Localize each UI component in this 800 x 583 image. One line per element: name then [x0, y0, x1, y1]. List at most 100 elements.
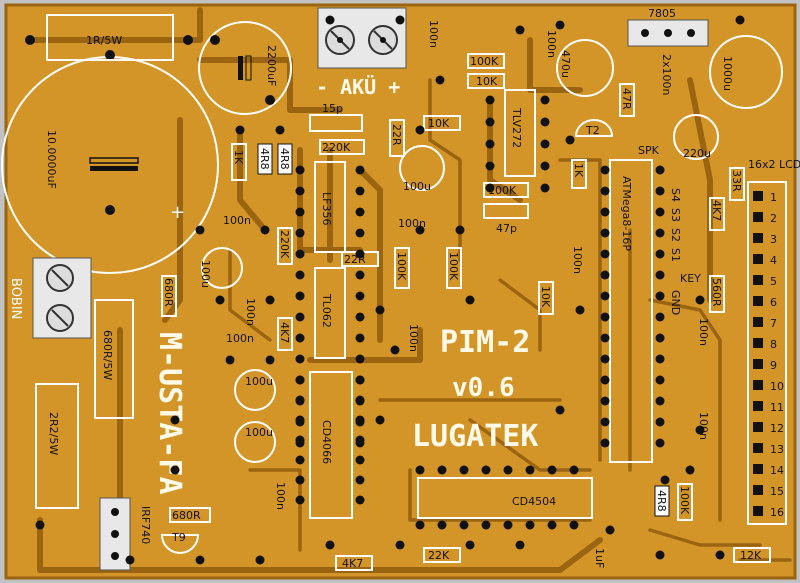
solder-pad: [600, 354, 610, 364]
solder-pad: [295, 228, 305, 238]
mosfet-irf740: IRF740: [99, 497, 152, 571]
solder-pad: [485, 95, 495, 105]
solder-pad: [655, 417, 665, 427]
solder-pad: [355, 375, 365, 385]
solder-pad: [355, 333, 365, 343]
svg-text:2R2/5W: 2R2/5W: [47, 412, 60, 455]
coil-terminal[interactable]: [32, 257, 92, 339]
capacitor-100u-a: 100u: [234, 369, 276, 411]
copper-traces: [27, 7, 792, 573]
svg-text:100n: 100n: [223, 214, 251, 227]
solder-pad: [355, 291, 365, 301]
solder-pad: [415, 225, 425, 235]
solder-pad: [355, 165, 365, 175]
solder-pad: [355, 495, 365, 505]
key-label: KEY: [680, 272, 701, 285]
lcd-pin-pad: [753, 296, 763, 306]
svg-text:10K: 10K: [539, 286, 552, 308]
solder-pad: [255, 555, 265, 565]
svg-text:T9: T9: [171, 531, 186, 544]
svg-text:1uF: 1uF: [593, 548, 606, 568]
solder-pad: [295, 395, 305, 405]
solder-pad: [515, 25, 525, 35]
solder-pad: [355, 312, 365, 322]
svg-text:100n: 100n: [274, 482, 287, 510]
svg-text:22K: 22K: [428, 549, 450, 562]
svg-text:2x100n: 2x100n: [660, 54, 673, 96]
solder-pad: [355, 475, 365, 485]
solder-pad: [295, 207, 305, 217]
lcd-pin-pad: [753, 506, 763, 516]
solder-pad: [435, 75, 445, 85]
capacitor-100u-left: 100u: [199, 247, 243, 289]
svg-text:4K7: 4K7: [278, 322, 291, 343]
solder-pads: [35, 15, 745, 565]
lcd-pin-number: 15: [770, 485, 784, 498]
side-label: M-USTA-FA: [152, 332, 187, 495]
resistor-1r-5w: 1R/5W: [25, 14, 193, 61]
lcd-pin-number: 2: [770, 212, 777, 225]
solder-pad: [715, 550, 725, 560]
solder-pad: [170, 415, 180, 425]
solder-pad: [600, 333, 610, 343]
solder-pad: [465, 540, 475, 550]
lcd-pin-number: 5: [770, 275, 777, 288]
solder-pad: [195, 225, 205, 235]
svg-text:LF356: LF356: [320, 192, 333, 225]
solder-pad: [655, 186, 665, 196]
board-version: v0.6: [452, 373, 515, 403]
capacitor-100u-center: 100u: [399, 145, 445, 193]
svg-text:100u: 100u: [403, 180, 431, 193]
speaker-label: SPK: [638, 144, 660, 157]
solder-pad: [540, 139, 550, 149]
lcd-pin-number: 10: [770, 380, 784, 393]
svg-text:10K: 10K: [428, 117, 450, 130]
solder-pad: [355, 415, 365, 425]
solder-pad: [600, 165, 610, 175]
solder-pad: [295, 249, 305, 259]
res-1r-label: 1R/5W: [86, 34, 122, 47]
solder-pad: [565, 135, 575, 145]
solder-pad: [215, 295, 225, 305]
lcd-pin-pad: [753, 191, 763, 201]
solder-pad: [600, 438, 610, 448]
ic-atmega8: ATMega8-16P: [609, 159, 653, 463]
coil-label: BOBIN: [8, 278, 23, 319]
solder-pad: [655, 550, 665, 560]
key-header[interactable]: KEY S4 S3 S2 S1 GND: [669, 188, 701, 315]
solder-pad: [265, 355, 275, 365]
solder-pad: [600, 291, 610, 301]
svg-text:CD4066: CD4066: [320, 420, 333, 464]
solder-pad: [355, 207, 365, 217]
svg-text:100K: 100K: [488, 184, 517, 197]
solder-pad: [547, 465, 557, 475]
solder-pad: [295, 354, 305, 364]
solder-pad: [375, 415, 385, 425]
solder-pad: [485, 161, 495, 171]
svg-text:100K: 100K: [470, 55, 499, 68]
lcd-pin-pad: [753, 464, 763, 474]
ic-cd4066: CD4066: [309, 371, 353, 519]
regulator-7805: 7805: [627, 7, 709, 47]
svg-text:4K7: 4K7: [710, 200, 723, 221]
lcd-pin-number: 7: [770, 317, 777, 330]
solder-pad: [295, 475, 305, 485]
resistor-2r2-5w: 2R2/5W: [35, 383, 79, 509]
solder-pad: [455, 225, 465, 235]
lcd-pin-pad: [753, 233, 763, 243]
lcd-pin-pad: [753, 212, 763, 222]
svg-text:100n: 100n: [697, 318, 710, 346]
solder-pad: [355, 435, 365, 445]
svg-text:100K: 100K: [395, 252, 408, 281]
solder-pad: [655, 249, 665, 259]
solder-pad: [605, 525, 615, 535]
solder-pad: [437, 520, 447, 530]
solder-pad: [540, 161, 550, 171]
solder-pad: [569, 465, 579, 475]
solder-pad: [260, 225, 270, 235]
capacitor-1000u: 1000u: [709, 35, 783, 109]
solder-pad: [170, 465, 180, 475]
solder-pad: [600, 228, 610, 238]
capacitor-100u-b: 100u: [234, 421, 276, 463]
